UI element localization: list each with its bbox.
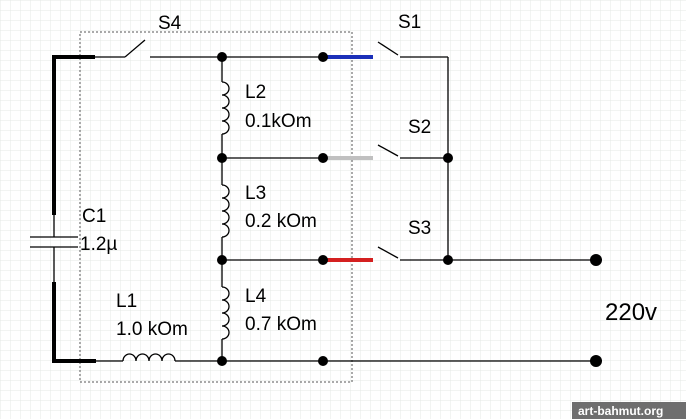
node (217, 52, 227, 62)
junction-nodes (217, 52, 602, 367)
watermark-bg (572, 402, 686, 419)
watermark-text: art-bahmut.org (578, 404, 663, 418)
switch-s2 (377, 144, 448, 159)
label-l4-value: 0.7 kOm (245, 314, 317, 335)
label-c1-value: 1.2µ (80, 234, 117, 255)
node (217, 153, 227, 163)
label-l1-value: 1.0 kOm (116, 319, 188, 340)
node (443, 153, 453, 163)
label-l2-value: 0.1kOm (245, 111, 312, 132)
node (318, 255, 328, 265)
left-rail (30, 55, 96, 363)
module-outline (79, 31, 353, 383)
label-l4-name: L4 (245, 286, 267, 307)
label-supply: 220v (605, 299, 657, 326)
switch-s3 (377, 246, 596, 261)
inductor-l1-wire (96, 353, 596, 362)
label-l1-name: L1 (116, 291, 137, 312)
node (217, 255, 227, 265)
switch-s1 (377, 41, 448, 58)
label-l3-value: 0.2 kOm (245, 211, 317, 232)
label-s1: S1 (398, 12, 421, 33)
node (318, 153, 328, 163)
terminal (590, 355, 602, 367)
node (443, 255, 453, 265)
label-s3: S3 (408, 218, 431, 239)
switch-s4 (95, 39, 222, 58)
node (318, 356, 328, 366)
label-s4: S4 (158, 13, 182, 34)
node (318, 52, 328, 62)
label-l3-name: L3 (245, 183, 266, 204)
label-c1-name: C1 (82, 206, 106, 227)
label-l2-name: L2 (245, 82, 266, 103)
node (217, 356, 227, 366)
terminal (590, 254, 602, 266)
label-s2: S2 (408, 117, 431, 138)
